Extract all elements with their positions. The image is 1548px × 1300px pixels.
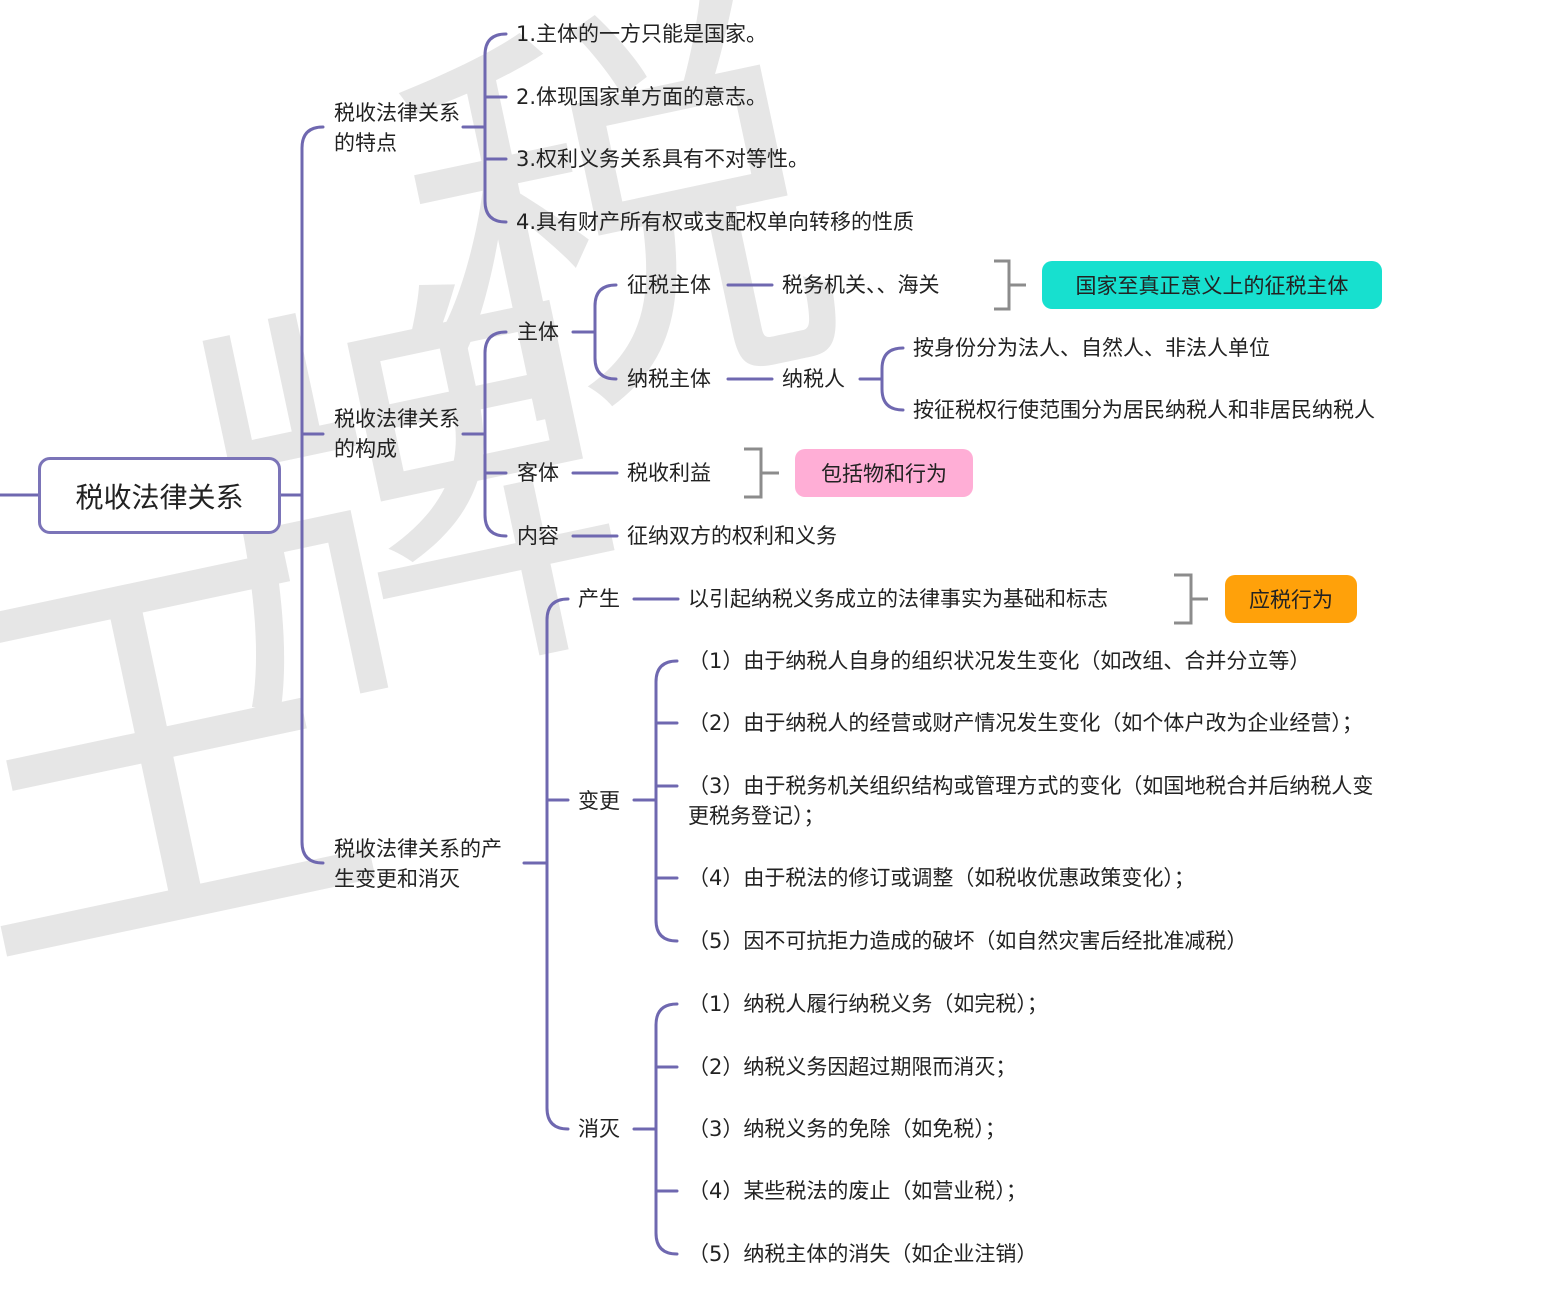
end-item: （5）纳税主体的消失（如企业注销） bbox=[688, 1242, 1038, 1266]
arise-value: 以引起纳税义务成立的法律事实为基础和标志 bbox=[688, 587, 1108, 611]
composition-object: 客体 bbox=[517, 461, 559, 485]
level1-spine bbox=[300, 125, 325, 865]
change-item: （4）由于税法的修订或调整（如税收优惠政策变化）； bbox=[688, 866, 1195, 890]
branch-features: 税收法律关系的特点 bbox=[334, 101, 460, 155]
subject-spine bbox=[593, 283, 618, 381]
summary-brackets bbox=[744, 259, 1208, 625]
feature-item: 3.权利义务关系具有不对等性。 bbox=[516, 147, 810, 171]
subject-levy-value: 税务机关、、海关 bbox=[782, 273, 940, 297]
object-note-tag: 包括物和行为 bbox=[795, 449, 973, 497]
lifecycle-end: 消灭 bbox=[578, 1117, 620, 1141]
taxpayer-item: 按身份分为法人、自然人、非法人单位 bbox=[913, 336, 1270, 360]
levy-note-tag: 国家至真正意义上的征税主体 bbox=[1042, 261, 1382, 309]
lifecycle-change: 变更 bbox=[578, 789, 620, 813]
change-spine bbox=[654, 659, 679, 943]
change-item: （1）由于纳税人自身的组织状况发生变化（如改组、合并分立等） bbox=[688, 649, 1311, 673]
end-item: （2）纳税义务因超过期限而消灭； bbox=[688, 1055, 1017, 1079]
change-item: （3）由于税务机关组织结构或管理方式的变化（如国地税合并后纳税人变更税务登记）； bbox=[688, 774, 1374, 828]
feature-item: 2.体现国家单方面的意志。 bbox=[516, 85, 768, 109]
branch-lifecycle: 税收法律关系的产生变更和消灭 bbox=[334, 837, 502, 891]
object-value: 税收利益 bbox=[627, 461, 711, 485]
feature-item: 1.主体的一方只能是国家。 bbox=[516, 22, 768, 46]
taxpayer-item: 按征税权行使范围分为居民纳税人和非居民纳税人 bbox=[913, 398, 1375, 422]
bracket-levy bbox=[994, 259, 1026, 311]
composition-spine bbox=[483, 330, 508, 538]
lifecycle-spine bbox=[545, 597, 570, 1131]
change-item: （2）由于纳税人的经营或财产情况发生变化（如个体户改为企业经营）； bbox=[688, 711, 1363, 735]
connector-lines bbox=[0, 32, 905, 1256]
end-item: （1）纳税人履行纳税义务（如完税）； bbox=[688, 992, 1048, 1016]
composition-content: 内容 bbox=[517, 524, 559, 548]
end-item: （3）纳税义务的免除（如免税）； bbox=[688, 1117, 1006, 1141]
subject-levy: 征税主体 bbox=[627, 273, 711, 297]
change-item: （5）因不可抗拒力造成的破坏（如自然灾害后经批准减税） bbox=[688, 929, 1248, 953]
arise-note-tag: 应税行为 bbox=[1225, 575, 1357, 623]
feature-item: 4.具有财产所有权或支配权单向转移的性质 bbox=[516, 210, 915, 234]
subject-pay-value: 纳税人 bbox=[782, 367, 845, 391]
bracket-arise bbox=[1174, 573, 1208, 625]
lifecycle-arise: 产生 bbox=[578, 587, 620, 611]
composition-subject: 主体 bbox=[517, 320, 559, 344]
branch-composition: 税收法律关系的构成 bbox=[334, 407, 460, 461]
content-value: 征纳双方的权利和义务 bbox=[627, 524, 837, 548]
bracket-object bbox=[744, 447, 779, 499]
taxpayer-spine bbox=[880, 346, 905, 412]
end-spine bbox=[654, 1002, 679, 1256]
end-item: （4）某些税法的废止（如营业税）； bbox=[688, 1179, 1027, 1203]
root-node: 税收法律关系 bbox=[38, 457, 281, 534]
subject-pay: 纳税主体 bbox=[627, 367, 711, 391]
features-spine bbox=[483, 32, 508, 224]
